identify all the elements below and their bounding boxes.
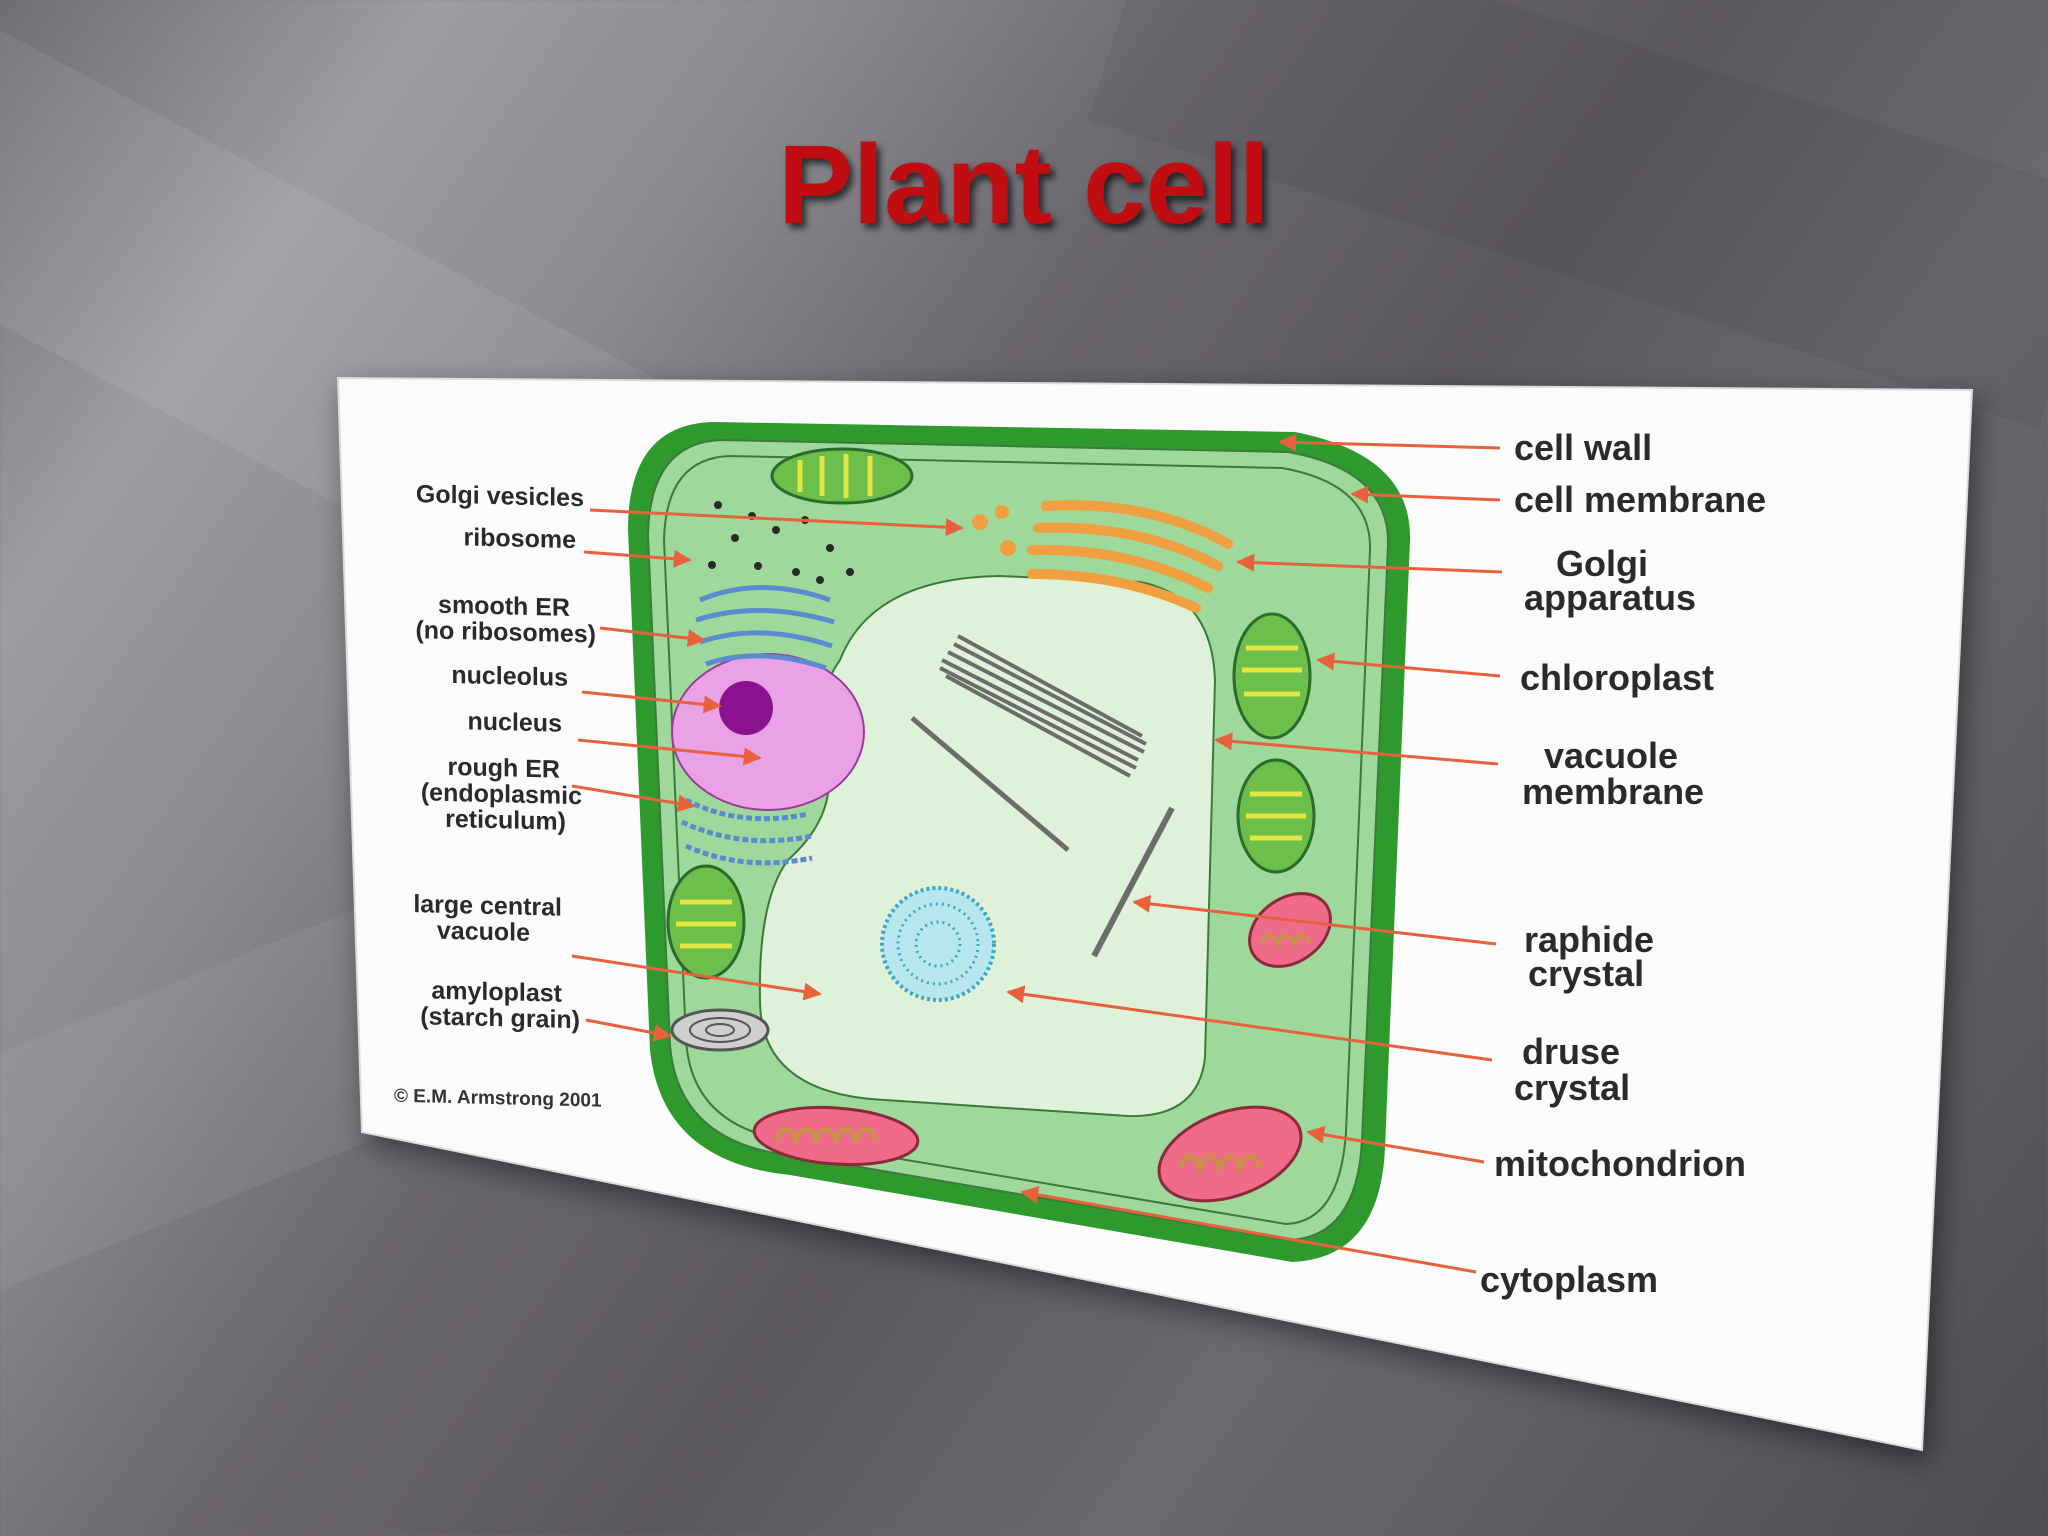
label-amyloplast-line2: (starch grain) (420, 1002, 580, 1034)
label-golgi-vesicles: Golgi vesicles (416, 480, 584, 512)
label-golgi-apparatus-line2: apparatus (1524, 577, 1696, 618)
label-cell-membrane: cell membrane (1514, 479, 1766, 520)
label-cytoplasm: cytoplasm (1480, 1259, 1658, 1300)
label-druse-crystal-line2: crystal (1514, 1067, 1630, 1108)
chloroplast (1234, 614, 1310, 738)
label-large-central-vacuole-line2: vacuole (437, 917, 530, 947)
nucleus (672, 654, 864, 810)
label-mitochondrion: mitochondrion (1494, 1143, 1746, 1184)
label-druse-crystal-line1: druse (1522, 1031, 1620, 1072)
chloroplast (772, 449, 912, 503)
label-smooth-er-line2: (no ribosomes) (415, 616, 596, 648)
label-vacuole-membrane-line2: membrane (1522, 771, 1704, 812)
label-nucleolus: nucleolus (451, 661, 568, 692)
label-cell-wall: cell wall (1514, 427, 1652, 468)
chloroplast (1238, 760, 1314, 872)
amyloplast (672, 1010, 768, 1050)
druse-crystal (882, 888, 994, 1000)
label-rough-er-line3: reticulum) (445, 805, 566, 836)
label-chloroplast: chloroplast (1520, 657, 1714, 698)
label-nucleus: nucleus (468, 707, 562, 737)
nucleolus (719, 681, 773, 735)
chloroplast (668, 866, 744, 978)
label-raphide-crystal-line2: crystal (1528, 953, 1644, 994)
label-ribosome: ribosome (463, 523, 576, 554)
label-vacuole-membrane-line1: vacuole (1544, 735, 1678, 776)
